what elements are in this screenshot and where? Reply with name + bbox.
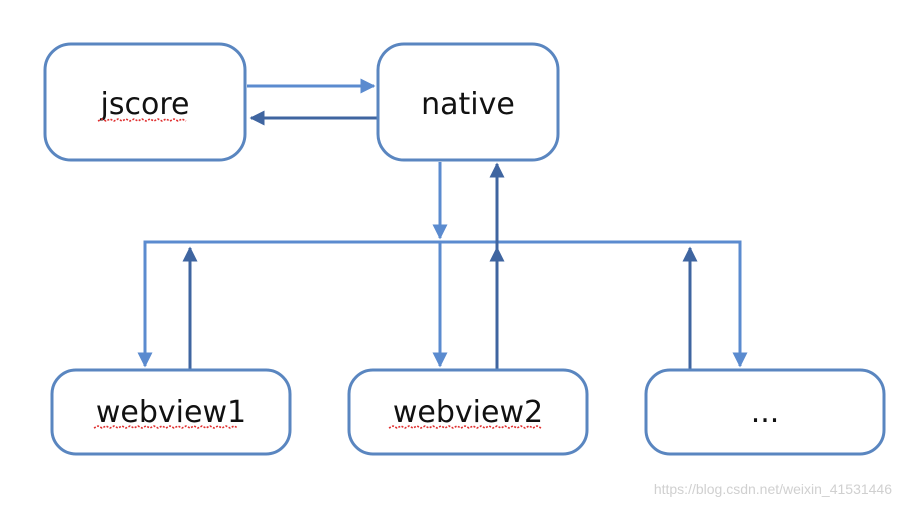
node-jscore-label: jscore	[100, 87, 190, 122]
node-jscore: jscore	[43, 42, 247, 162]
node-more-label: ...	[751, 395, 780, 430]
spellcheck-underline	[93, 425, 239, 429]
spellcheck-underline	[97, 118, 187, 122]
node-more: ...	[644, 368, 886, 456]
node-webview2: webview2	[347, 368, 589, 456]
node-webview1-label: webview1	[96, 395, 246, 430]
node-native-label: native	[421, 87, 515, 122]
node-webview1: webview1	[50, 368, 292, 456]
watermark-text: https://blog.csdn.net/weixin_41531446	[654, 481, 892, 497]
broadcast-bus-line	[143, 240, 742, 366]
spellcheck-underline	[388, 425, 542, 429]
node-webview2-label: webview2	[393, 395, 543, 430]
node-native: native	[376, 42, 560, 162]
